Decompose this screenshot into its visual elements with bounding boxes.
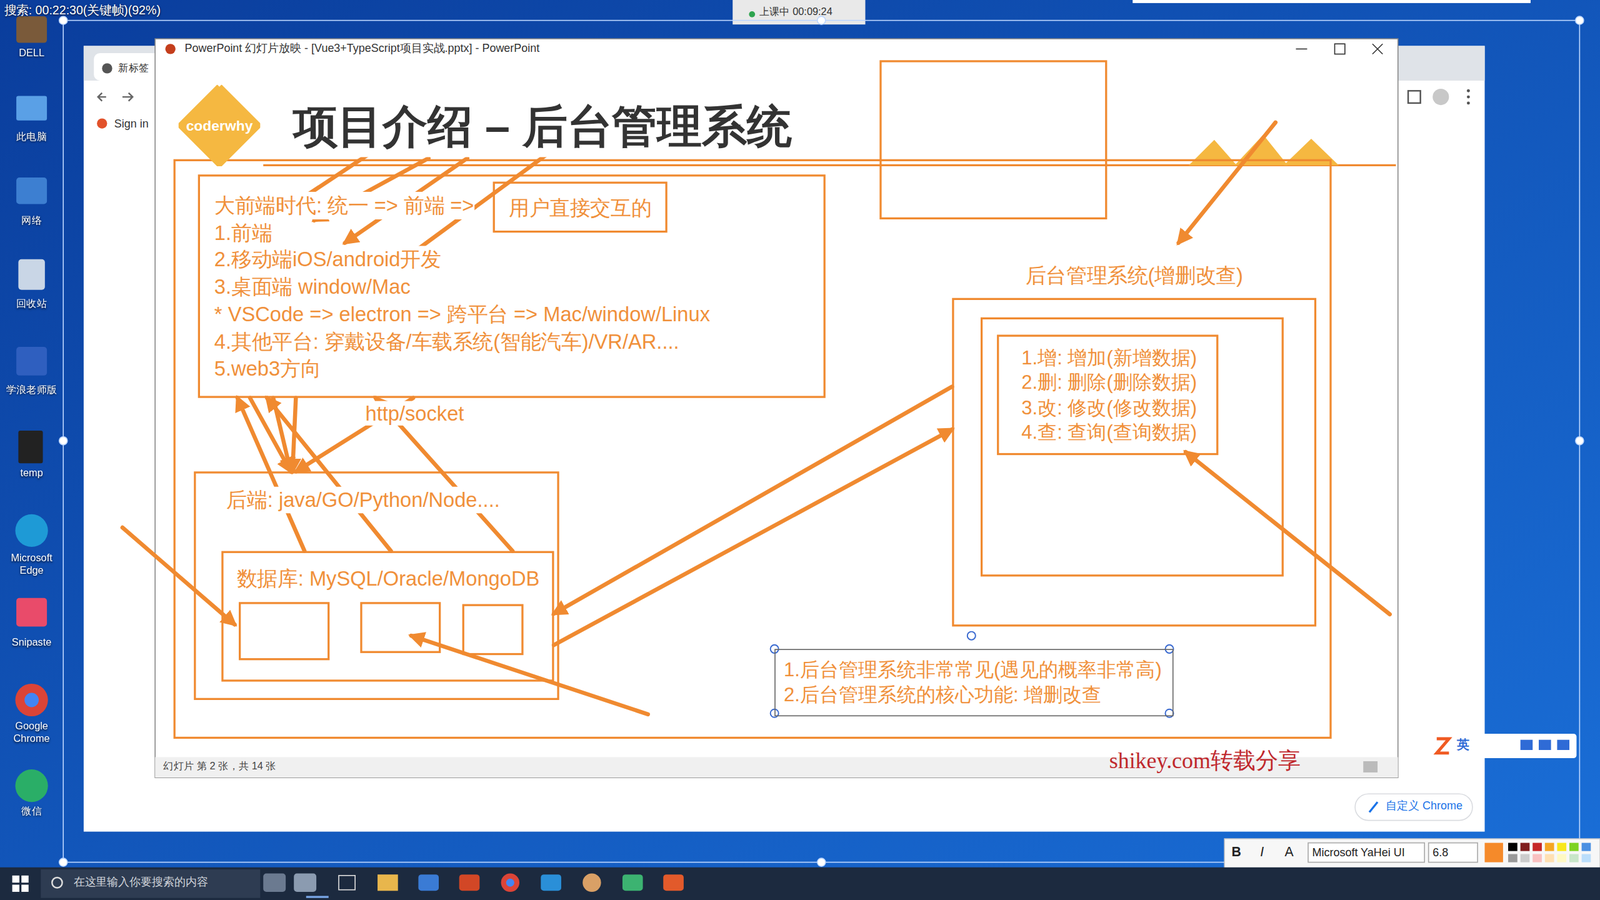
- box-heading: 后台管理系统(增删改查): [1025, 262, 1244, 289]
- ime-mode: 英: [1456, 737, 1470, 752]
- icon-label: Snipaste: [0, 636, 65, 650]
- font-size: 6.8: [1432, 845, 1449, 860]
- top-bar: [1132, 0, 1531, 4]
- timer-text: 上课中 00:09:24: [759, 6, 833, 19]
- note-textbox: 1.后台管理系统非常常见(遇见的概率非常高)2.后台管理系统的核心功能: 增删改…: [774, 648, 1174, 717]
- taskbar-search: 在这里输入你要搜索的内容: [73, 875, 209, 890]
- font-name: Microsoft YaHei UI: [1312, 845, 1405, 860]
- box-text: 1.前端: [214, 219, 273, 247]
- icon-label: 学浪老师版: [0, 383, 65, 397]
- box-text: * VSCode => electron => 跨平台 => Mac/windo…: [214, 300, 710, 329]
- backend-box: 后端: java/GO/Python/Node.... 数据库: MySQL/Or…: [193, 471, 559, 700]
- box-text: 1.增: 增加(新增数据): [1021, 345, 1197, 371]
- box-text: 3.改: 修改(修改数据): [1021, 395, 1197, 421]
- taskbar: [0, 867, 1600, 900]
- slide-title: 项目介绍 – 后台管理系统: [293, 96, 792, 157]
- icon-label: 微信: [0, 805, 65, 818]
- chrome-window: [83, 45, 1485, 832]
- ime-bar: [1428, 733, 1577, 759]
- box-text: 1.后台管理系统非常常见(遇见的概率非常高): [783, 658, 1162, 683]
- box-text: 后端: java/GO/Python/Node....: [226, 486, 500, 514]
- logo-text: coderwhy: [186, 116, 254, 135]
- highlight-box: 用户直接交互的: [493, 181, 668, 234]
- crud-box: 1.增: 增加(新增数据)2.删: 删除(删除数据)3.改: 修改(修改数据)4…: [996, 335, 1219, 456]
- annotation-arrow: [237, 398, 305, 552]
- icon-label: Microsoft Edge: [0, 551, 65, 577]
- bold-button: B: [1231, 843, 1242, 860]
- annotation-arrow: [553, 386, 952, 614]
- chrome-customize: 自定义 Chrome: [1385, 798, 1463, 813]
- box-text: 用户直接交互的: [508, 195, 652, 222]
- selection-handles: [770, 631, 1174, 718]
- box-text: 2.后台管理系统的核心功能: 增删改查: [783, 682, 1102, 707]
- slide-counter: 幻灯片 第 2 张，共 14 张: [163, 760, 277, 773]
- database-box: 数据库: MySQL/Oracle/MongoDB: [221, 551, 554, 682]
- icon-label: Google Chrome: [0, 720, 65, 745]
- powerpoint-window: [155, 38, 1399, 778]
- annotation-arrow: [553, 429, 952, 645]
- admin-system-box: 后台管理系统(增删改查)1.增: 增加(新增数据)2.删: 删除(删除数据)3.…: [951, 298, 1317, 627]
- box-text: 2.删: 删除(删除数据): [1021, 370, 1197, 396]
- box-text: 5.web3方向: [214, 355, 322, 384]
- icon-label: DELL: [0, 46, 65, 60]
- icon-label: 此电脑: [0, 130, 65, 144]
- logo-diamond: coderwhy: [178, 85, 261, 167]
- content-box: 大前端时代: 统一 => 前端 =>1.前端2.移动端iOS/android开发…: [198, 174, 826, 399]
- box-text: 4.其他平台: 穿戴设备/车载系统(智能汽车)/VR/AR....: [214, 328, 680, 356]
- recorder-status: 搜索: 00:22:30(关键帧)(92%): [4, 3, 161, 18]
- box-text: 大前端时代: 统一 => 前端 =>: [214, 191, 475, 220]
- protocol-label: http/socket: [365, 401, 464, 426]
- font-style-button: A: [1285, 843, 1294, 860]
- capture-frame: [59, 16, 1584, 867]
- timer-dot: [748, 11, 755, 18]
- annotation-arrow: [250, 398, 291, 472]
- tab-title: 新标签: [118, 62, 149, 75]
- bookmark: Sign in: [114, 117, 149, 132]
- icon-label: 回收站: [0, 298, 65, 311]
- slide-decoration: [174, 61, 1396, 738]
- icon-label: 网络: [0, 214, 65, 227]
- box-text: 3.桌面端 window/Mac: [214, 273, 411, 302]
- window-title: PowerPoint 幻灯片放映 - [Vue3+TypeScript项目实战.…: [185, 41, 540, 56]
- box-text: 数据库: MySQL/Oracle/MongoDB: [236, 565, 540, 592]
- watermark: shikey.com转载分享: [1109, 748, 1301, 775]
- box-text: 4.查: 查询(查询数据): [1021, 420, 1197, 445]
- annotation-arrows: [122, 122, 1390, 715]
- box-text: 2.移动端iOS/android开发: [214, 246, 442, 274]
- icon-label: temp: [0, 467, 65, 480]
- italic-button: I: [1260, 843, 1264, 860]
